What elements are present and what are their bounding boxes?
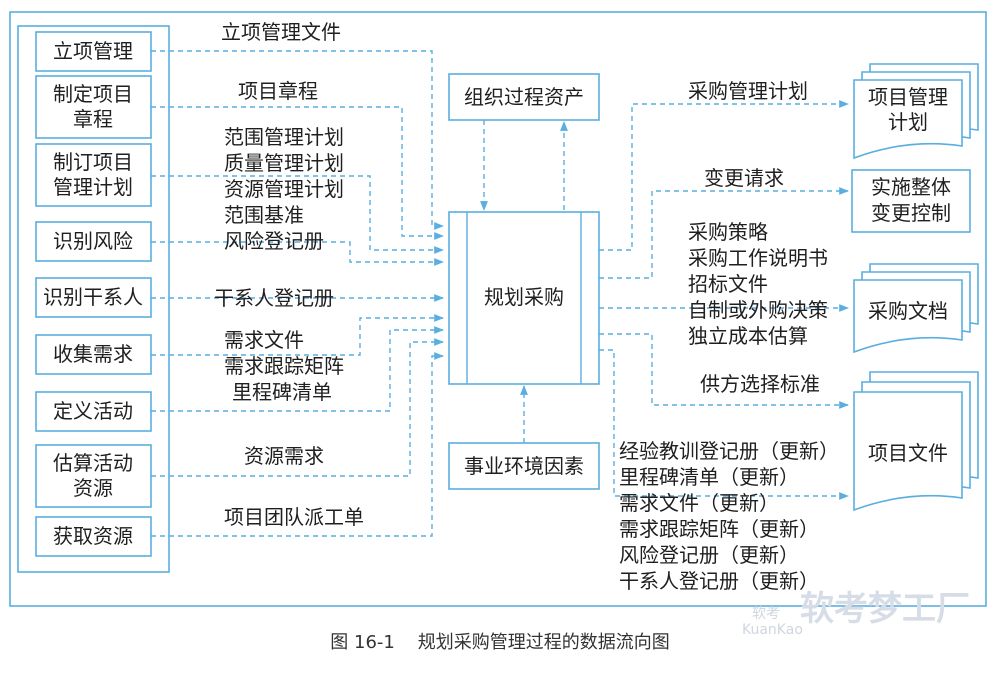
flow-label-paigongdan: 项目团队派工单 [224, 505, 364, 529]
flow-label-fengxian: 风险登记册 [224, 229, 324, 253]
input-flow-labels: 立项管理文件 项目章程 范围管理计划 质量管理计划 资源管理计划 范围基准 风险… [214, 20, 364, 529]
out-label-lichengbei-gx: 里程碑清单（更新） [619, 465, 799, 489]
output-connectors [599, 100, 849, 500]
watermark: 软考梦工厂 软考 KuanKao [742, 589, 970, 638]
out-label-jingyan: 经验教训登记册（更新） [619, 439, 839, 463]
flow-label-fanwei-jihua: 范围管理计划 [224, 125, 344, 149]
input-boxes [35, 31, 152, 557]
output-doc-xmgljh: 项目管理 计划 [853, 63, 979, 160]
flow-label-xuqiu-wenjian: 需求文件 [224, 328, 304, 352]
watermark-main: 软考梦工厂 [800, 589, 970, 629]
output-flow-labels: 采购管理计划 变更请求 采购策略 采购工作说明书 招标文件 自制或外购决策 独立… [619, 79, 839, 593]
flow-label-xiangmu-zhangcheng: 项目章程 [238, 79, 318, 103]
flow-label-lixiang-wenjian: 立项管理文件 [221, 20, 341, 44]
out-label-zizhi: 自制或外购决策 [688, 298, 828, 322]
out-ssztbg-2: 变更控制 [871, 201, 951, 225]
out-label-fengxian-gx: 风险登记册（更新） [619, 543, 799, 567]
process-title: 规划采购 [484, 285, 564, 309]
eef-box [448, 442, 600, 490]
out-xmgljh-1: 项目管理 [868, 85, 948, 109]
output-doc-cgwd: 采购文档 [853, 263, 979, 354]
out-xmwj: 项目文件 [868, 441, 948, 465]
input-text-zhiding-2: 章程 [73, 107, 113, 131]
watermark-small2: KuanKao [742, 622, 803, 638]
flow-label-xuqiu-juzhen: 需求跟踪矩阵 [224, 354, 344, 378]
watermark-small1: 软考 [752, 606, 780, 622]
outer-frame [9, 11, 987, 607]
input-box-zhiding2 [35, 143, 152, 207]
input-text-zhiding-1: 制定项目 [53, 82, 133, 106]
input-text-lixiang: 立项管理 [53, 39, 133, 63]
input-text-gusuan-2: 资源 [73, 476, 113, 500]
out-label-gongfang: 供方选择标准 [700, 372, 820, 396]
out-ssztbg-1: 实施整体 [871, 175, 951, 199]
eef-text: 事业环境因素 [464, 454, 584, 478]
input-text-zhiding2-2: 管理计划 [53, 175, 133, 199]
out-label-ganxiren-gx: 干系人登记册（更新） [619, 569, 819, 593]
flow-label-ziyuan-xuqiu: 资源需求 [244, 444, 324, 468]
input-connectors [151, 50, 444, 537]
input-box-shibie-fx [35, 221, 152, 262]
flow-label-zhiliang-jihua: 质量管理计划 [224, 151, 344, 175]
input-text-zhiding2-1: 制订项目 [53, 150, 133, 174]
center-process: 规划采购 [448, 211, 600, 385]
input-box-dingyi [35, 391, 152, 432]
flow-label-lichengbei: 里程碑清单 [232, 380, 332, 404]
org-assets-text: 组织过程资产 [464, 85, 584, 109]
out-label-sow: 采购工作说明书 [688, 246, 828, 270]
out-label-chengben: 独立成本估算 [688, 324, 808, 348]
input-text-dingyi: 定义活动 [53, 399, 133, 423]
input-text-shibie-gx: 识别干系人 [43, 285, 143, 309]
input-box-shibie-gx [35, 277, 152, 318]
output-box-ssztbg: 实施整体 变更控制 [851, 169, 971, 233]
figure-caption: 图 16-1 规划采购管理过程的数据流向图 [330, 632, 669, 653]
flow-label-fanwei-jizhun: 范围基准 [224, 203, 304, 227]
input-box-zhiding [35, 75, 152, 139]
output-doc-xmwj: 项目文件 [853, 371, 979, 512]
out-label-xuqiu-gx: 需求文件（更新） [619, 491, 779, 515]
out-label-caigou-jihua: 采购管理计划 [688, 79, 808, 103]
out-xmgljh-2: 计划 [888, 110, 928, 134]
out-label-juzhen-gx: 需求跟踪矩阵（更新） [619, 517, 819, 541]
input-text-huoqu: 获取资源 [53, 524, 133, 548]
out-cgwd: 采购文档 [868, 299, 948, 323]
input-group-frame [17, 25, 170, 573]
org-assets-box [448, 73, 600, 121]
input-box-labels: 立项管理 制定项目 章程 制订项目 管理计划 识别风险 识别干系人 收集需求 定… [43, 39, 143, 548]
out-label-caigou-celue: 采购策略 [688, 220, 768, 244]
input-box-shouji [35, 334, 152, 375]
flow-label-ganxiren: 干系人登记册 [214, 286, 334, 310]
input-text-shouji: 收集需求 [53, 342, 133, 366]
process-box [448, 211, 600, 385]
out-label-biangeng: 变更请求 [704, 166, 784, 190]
out-label-zhaobiao: 招标文件 [688, 272, 768, 296]
input-text-gusuan-1: 估算活动 [53, 451, 133, 475]
input-text-shibie-fx: 识别风险 [53, 229, 133, 253]
flow-label-ziyuan-jihua: 资源管理计划 [224, 177, 344, 201]
